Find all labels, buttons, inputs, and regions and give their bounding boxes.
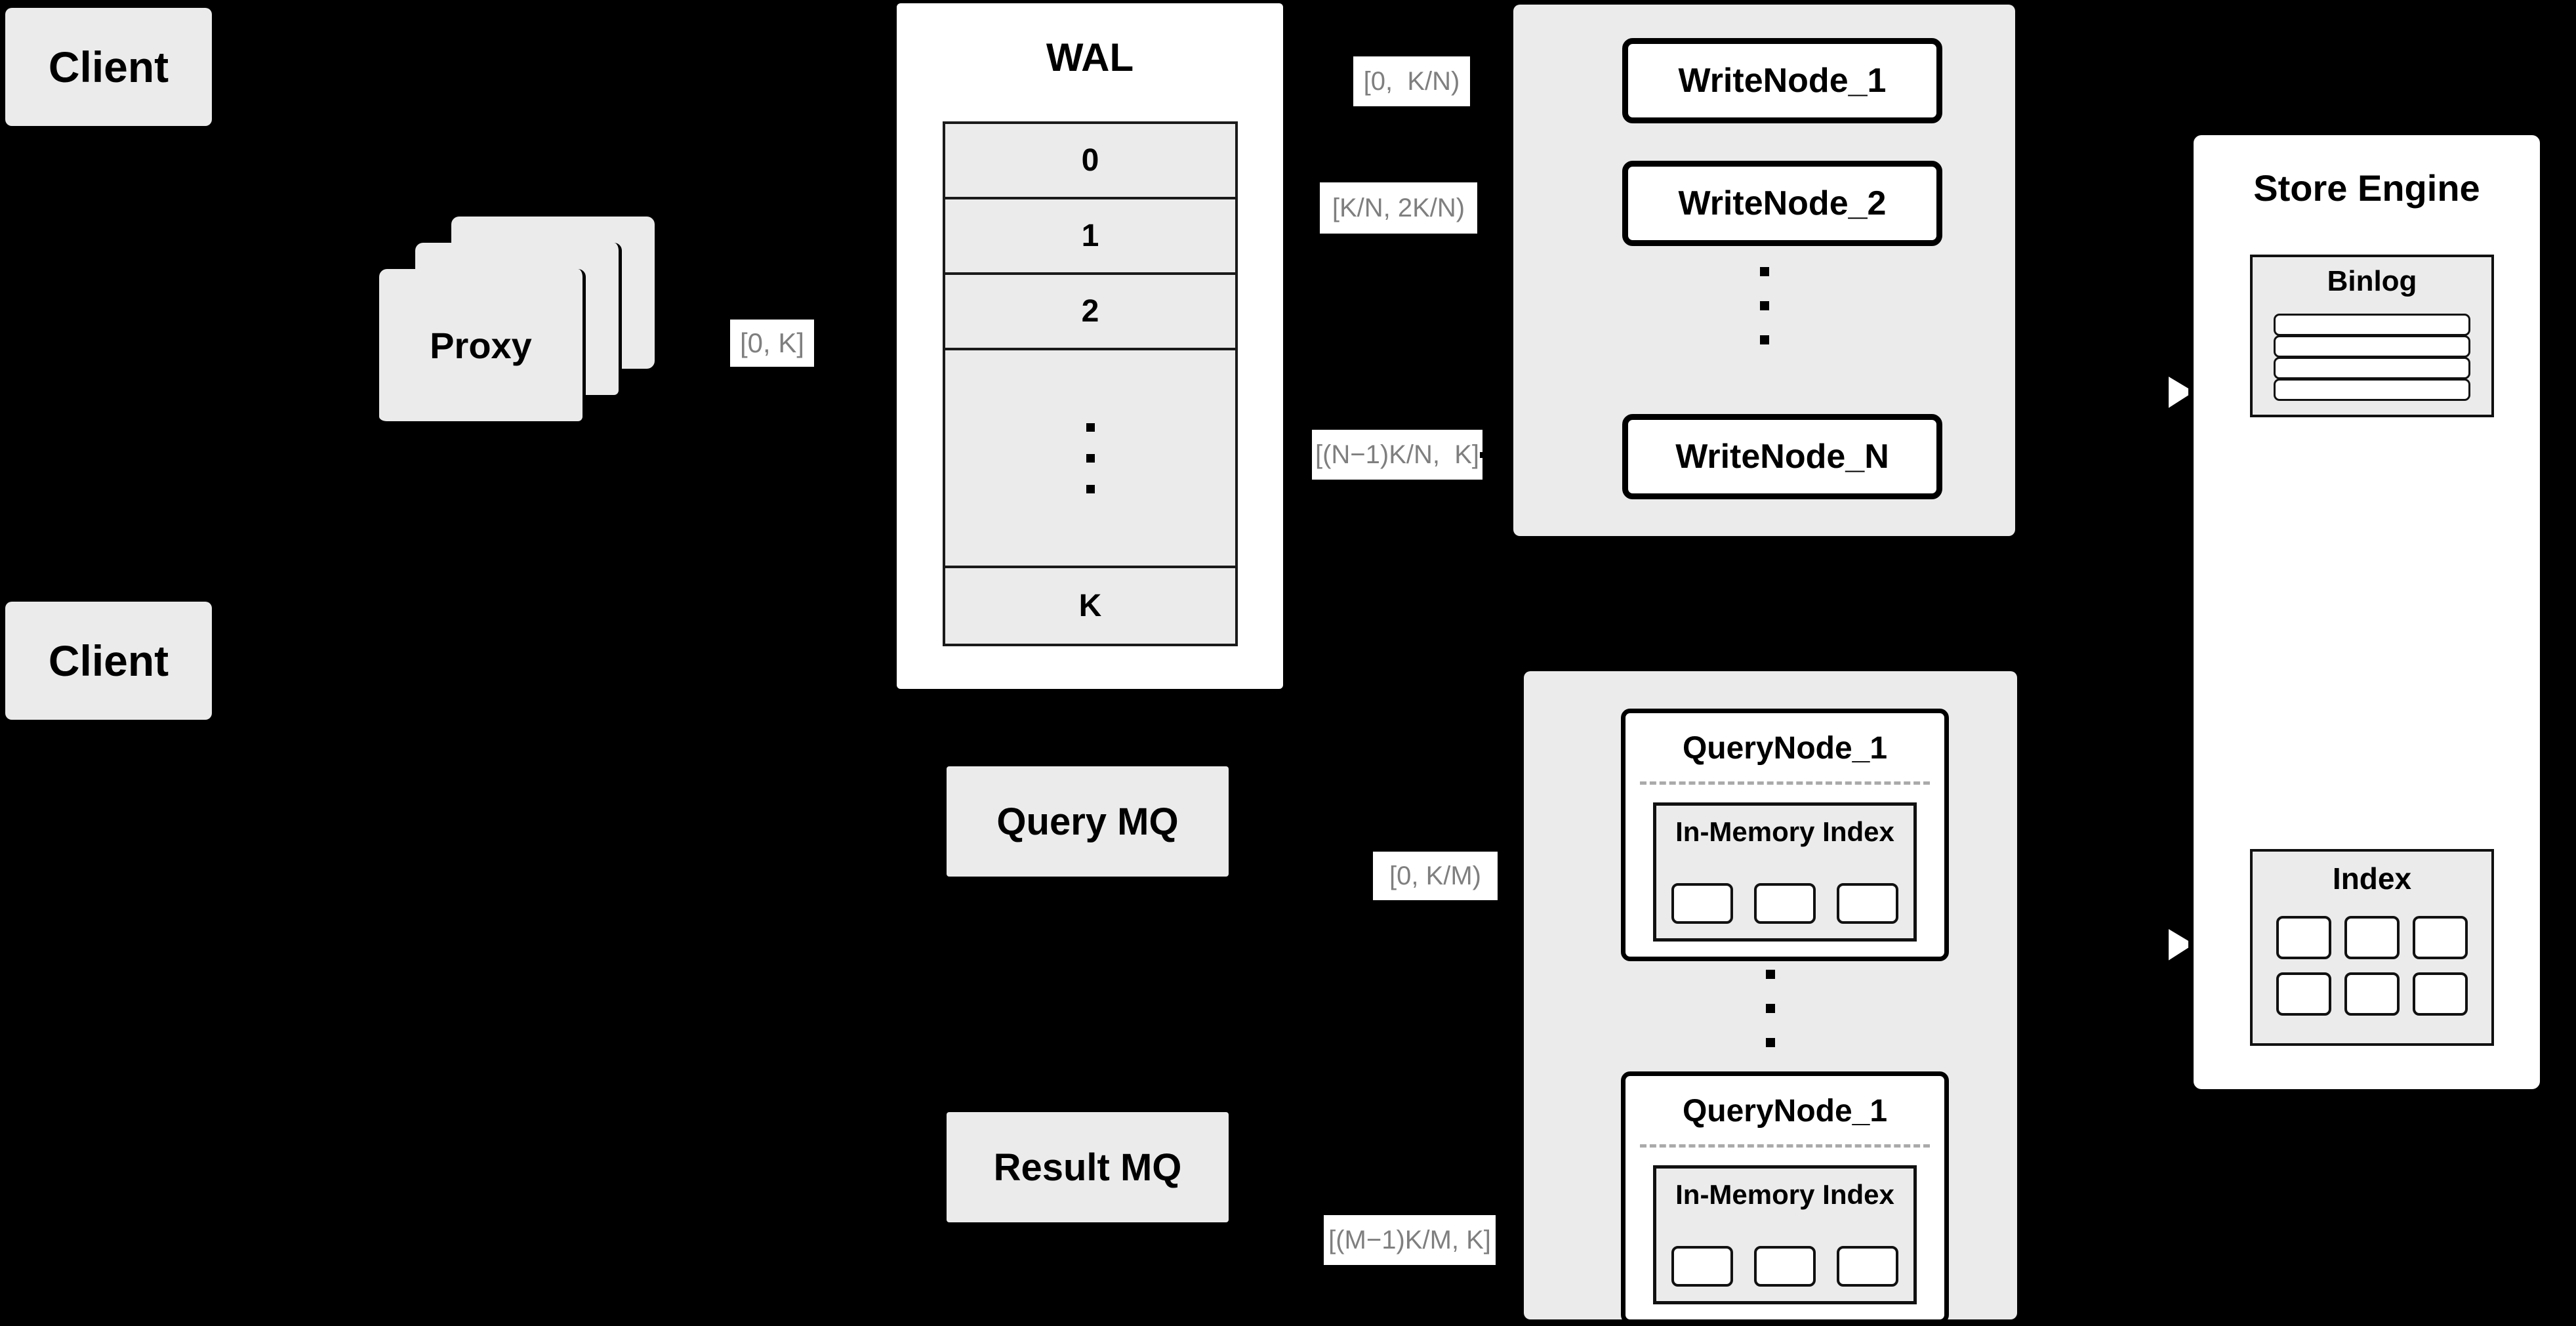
binlog-row <box>2274 314 2470 336</box>
edge-label-to-querynode-m: [(M−1)K/M, K] <box>1324 1215 1496 1265</box>
index-cell <box>2413 972 2468 1016</box>
binlog-row <box>2274 357 2470 379</box>
in-memory-index-m-cells <box>1656 1246 1913 1287</box>
index-cell <box>1671 883 1733 924</box>
wal-panel: WAL 0 1 2 K <box>897 3 1283 689</box>
index-title: Index <box>2332 861 2412 896</box>
in-memory-index-m: In-Memory Index <box>1653 1165 1917 1304</box>
edge-label-to-querynode-1: [0, K/M) <box>1373 852 1498 900</box>
index-cell <box>2276 972 2331 1016</box>
query-node-m[interactable]: QueryNode_1 In-Memory Index <box>1621 1071 1949 1324</box>
query-node-1-divider <box>1640 781 1930 785</box>
edge-label-to-writenode-1: [0, K/N) <box>1353 56 1470 106</box>
index-grid <box>2276 916 2468 1016</box>
index-box: Index <box>2250 849 2494 1046</box>
index-cell <box>1837 883 1898 924</box>
wal-title: WAL <box>1046 35 1134 79</box>
client-box-1[interactable]: Client <box>5 8 212 126</box>
query-mq-box[interactable]: Query MQ <box>947 766 1229 877</box>
store-engine-panel: Store Engine Binlog Index <box>2188 130 2545 1094</box>
arrow-line-to-index <box>2124 943 2177 948</box>
wal-table: 0 1 2 K <box>943 121 1238 646</box>
result-mq-box[interactable]: Result MQ <box>947 1112 1229 1222</box>
client-box-2[interactable]: Client <box>5 602 212 720</box>
index-cell <box>1837 1246 1898 1287</box>
write-node-1[interactable]: WriteNode_1 <box>1622 38 1942 123</box>
edge-label-to-writenode-2: [K/N, 2K/N) <box>1320 182 1477 234</box>
query-node-m-divider <box>1640 1144 1930 1148</box>
write-node-2[interactable]: WriteNode_2 <box>1622 161 1942 246</box>
query-node-ellipsis <box>1524 970 2017 1068</box>
query-node-m-title: QueryNode_1 <box>1682 1094 1888 1129</box>
index-cell <box>1754 883 1816 924</box>
index-cell <box>1754 1246 1816 1287</box>
arrow-line-to-binlog <box>2124 390 2177 396</box>
index-cell <box>2344 972 2400 1016</box>
in-memory-index-1: In-Memory Index <box>1653 802 1917 942</box>
index-cell <box>1671 1246 1733 1287</box>
in-memory-index-1-title: In-Memory Index <box>1675 816 1894 847</box>
wal-row: 0 <box>945 124 1235 199</box>
proxy-stack[interactable]: Proxy <box>379 217 687 433</box>
index-cell <box>2276 916 2331 959</box>
edge-label-to-writenode-n: [(N−1)K/N, K] <box>1312 430 1482 480</box>
index-cell <box>2344 916 2400 959</box>
in-memory-index-1-cells <box>1656 883 1913 924</box>
binlog-row <box>2274 335 2470 358</box>
query-node-1[interactable]: QueryNode_1 In-Memory Index <box>1621 709 1949 961</box>
edge-label-proxy-to-wal: [0, K] <box>730 320 814 367</box>
index-cell <box>2413 916 2468 959</box>
wal-row-ellipsis <box>945 350 1235 568</box>
binlog-title: Binlog <box>2327 265 2417 297</box>
store-engine-title: Store Engine <box>2253 167 2480 209</box>
wal-row: K <box>945 568 1235 644</box>
arrow-head-open-to-binlog <box>2165 369 2201 417</box>
in-memory-index-m-title: In-Memory Index <box>1675 1179 1894 1210</box>
binlog-row <box>2274 379 2470 401</box>
write-node-group: WriteNode_1 WriteNode_2 WriteNode_N <box>1513 5 2015 536</box>
proxy-layer-front[interactable]: Proxy <box>379 269 586 425</box>
binlog-rows <box>2274 314 2470 401</box>
binlog-box: Binlog <box>2250 255 2494 417</box>
write-node-n[interactable]: WriteNode_N <box>1622 414 1942 499</box>
arrow-head-open-to-index <box>2165 922 2201 969</box>
query-node-1-title: QueryNode_1 <box>1682 731 1888 766</box>
wal-row: 1 <box>945 199 1235 275</box>
wal-row: 2 <box>945 275 1235 350</box>
vertical-ellipsis-icon <box>1086 423 1095 493</box>
query-node-group: QueryNode_1 In-Memory Index QueryNode_1 … <box>1524 671 2017 1324</box>
write-node-ellipsis <box>1513 267 2015 359</box>
